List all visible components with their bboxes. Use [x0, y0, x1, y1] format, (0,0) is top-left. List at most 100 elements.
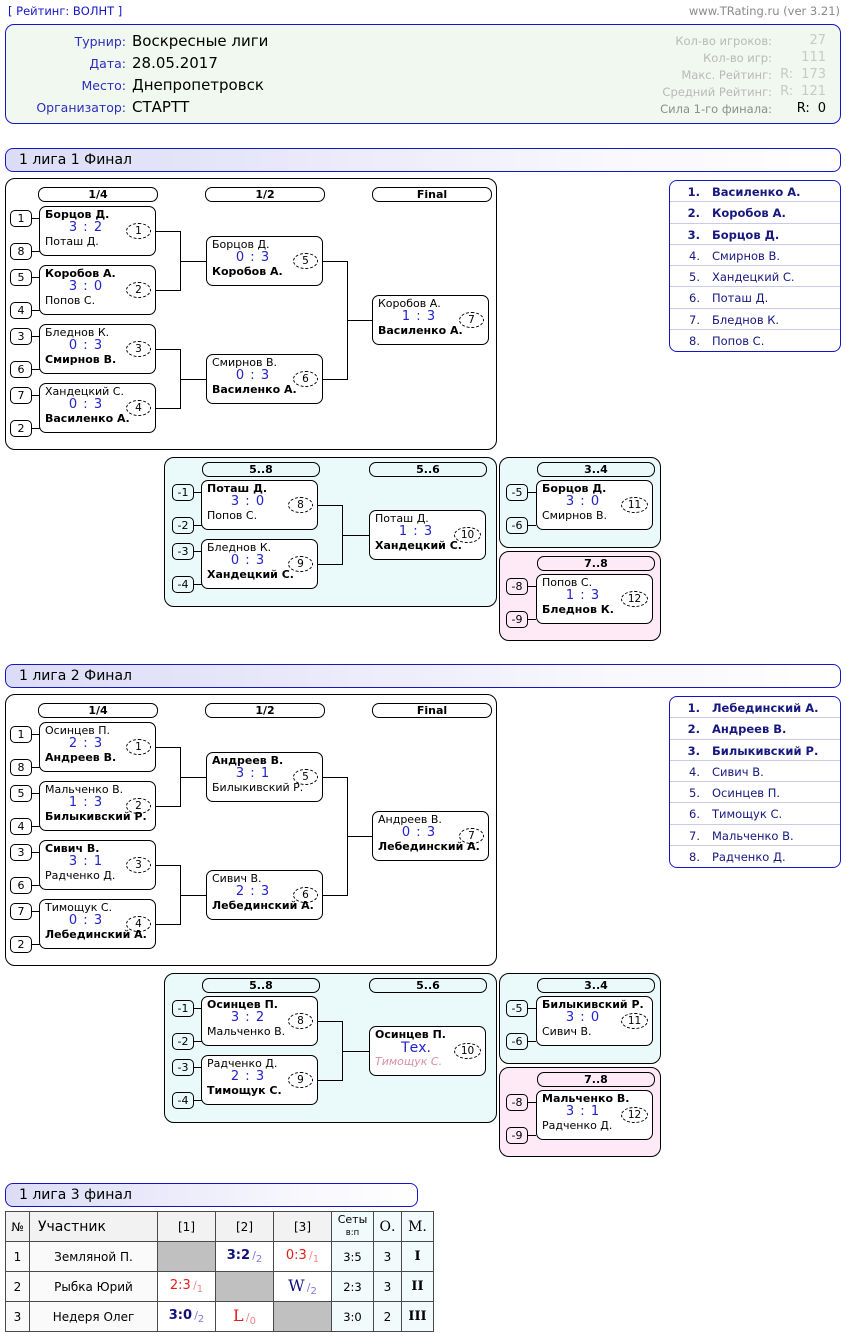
seed-badge: -4: [172, 576, 194, 593]
rank-player: Борцов Д.: [712, 227, 780, 242]
rank-number: 5.: [689, 270, 700, 285]
match-box[interactable]: Радченко Д. 2 : 3 Тимощук С. 9: [201, 1055, 318, 1105]
list-item[interactable]: 3.Борцов Д.: [670, 224, 840, 245]
list-item[interactable]: 8. Радченко Д.: [670, 846, 840, 867]
info-label: Дата:: [89, 56, 126, 71]
match-box[interactable]: Бледнов К. 0 : 3 Хандецкий С. 9: [201, 539, 318, 589]
match-box[interactable]: Андреев В. 3 : 1 Билыкивский Р. 5: [206, 752, 323, 802]
rank-number: 4.: [689, 764, 700, 779]
match-score: 1 : 3: [565, 588, 601, 603]
sets-sub-label: в:п: [345, 1228, 360, 1238]
match-box[interactable]: Попов С. 1 : 3 Бледнов К. 12: [536, 574, 653, 624]
match-number: 9: [288, 556, 313, 572]
player-name-bottom: Коробов А.: [212, 265, 283, 278]
row-place: III: [401, 1301, 434, 1332]
seed-badge: -5: [506, 484, 528, 501]
rank-player: Радченко Д.: [712, 850, 786, 865]
match-box[interactable]: Осинцев П. 3 : 2 Мальченко В. 8: [201, 996, 318, 1046]
rank-player: Мальченко В.: [712, 828, 794, 843]
row-points: 3: [373, 1241, 402, 1272]
list-item[interactable]: 1.Лебединский А.: [670, 697, 840, 719]
match-box[interactable]: Коробов А. 3 : 0 Попов С. 2: [39, 265, 156, 315]
match-box[interactable]: Сивич В. 3 : 1 Радченко Д. 3: [39, 840, 156, 890]
seed-badge: -2: [172, 517, 194, 534]
match-box[interactable]: Осинцев П. Тех. Тимощук С. 10: [369, 1026, 486, 1076]
stat-label: Средний Рейтинг:: [662, 85, 772, 99]
seed-badge: -1: [172, 484, 194, 501]
match-number: 4: [126, 916, 151, 932]
match-number: 5: [293, 769, 318, 785]
list-item[interactable]: 4.Сивич В.: [670, 761, 840, 783]
seed-badge: 5: [10, 785, 32, 802]
result-cell: 3:0 /2: [157, 1301, 216, 1332]
player-name-top: Тимощук С.: [45, 901, 113, 914]
match-number: 3: [126, 341, 151, 357]
list-item[interactable]: 8.Попов С.: [670, 330, 840, 351]
list-item[interactable]: 7.Бледнов К.: [670, 309, 840, 331]
match-score: 3 : 0: [68, 279, 104, 294]
match-score: 3 : 0: [565, 1010, 601, 1025]
rank-number: 7.: [689, 828, 700, 843]
match-box[interactable]: Билыкивский Р. 3 : 0 Сивич В. 11: [536, 996, 653, 1046]
match-box[interactable]: Борцов Д. 3 : 2 Поташ Д. 1: [39, 206, 156, 256]
player-name-top: Хандецкий С.: [45, 385, 124, 398]
match-box[interactable]: Поташ Д. 1 : 3 Хандецкий С. 10: [369, 510, 486, 560]
col-header-place: М.: [401, 1211, 434, 1242]
player-name-top: Радченко Д.: [207, 1057, 278, 1070]
list-item[interactable]: 3.Билыкивский Р.: [670, 740, 840, 761]
list-item[interactable]: 2.Коробов А.: [670, 202, 840, 224]
list-item[interactable]: 7. Мальченко В.: [670, 825, 840, 847]
seed-badge: -8: [506, 1094, 528, 1111]
list-item[interactable]: 4.Смирнов В.: [670, 245, 840, 267]
match-box[interactable]: Тимощук С. 0 : 3 Лебединский А. 4: [39, 899, 156, 949]
match-box-final[interactable]: Андреев В. 0 : 3 Лебединский А. 7: [372, 811, 489, 861]
player-name-top: Билыкивский Р.: [542, 998, 644, 1011]
match-box[interactable]: Поташ Д. 3 : 0 Попов С. 8: [201, 480, 318, 530]
list-item[interactable]: 1.Василенко А.: [670, 181, 840, 203]
rank-number: 6.: [689, 807, 700, 822]
list-item[interactable]: 6.Поташ Д.: [670, 287, 840, 309]
rank-player: Хандецкий С.: [712, 270, 795, 285]
list-item[interactable]: 2.Андреев В.: [670, 718, 840, 740]
player-name-top: Борцов Д.: [542, 482, 607, 495]
rank-number: 8.: [689, 850, 700, 865]
match-box[interactable]: Мальченко В. 1 : 3 Билыкивский Р. 2: [39, 781, 156, 831]
match-number: 1: [126, 223, 151, 239]
info-row-tournament: Турнир: Воскресные лиги: [14, 32, 344, 55]
info-value: Днепропетровск: [132, 76, 264, 94]
col-header-no: №: [5, 1211, 30, 1242]
match-box[interactable]: Осинцев П. 2 : 3 Андреев В. 1: [39, 722, 156, 772]
stat-value: 27: [809, 33, 826, 48]
list-item[interactable]: 6.Тимощук С.: [670, 803, 840, 825]
match-box[interactable]: Сивич В. 2 : 3 Лебединский А. 6: [206, 870, 323, 920]
seed-badge: 6: [10, 877, 32, 894]
match-box[interactable]: Мальченко В. 3 : 1 Радченко Д. 12: [536, 1090, 653, 1140]
rank-player: Бледнов К.: [712, 312, 780, 327]
match-number: 6: [293, 887, 318, 903]
match-score: 3 : 0: [230, 494, 266, 509]
match-box[interactable]: Хандецкий С. 0 : 3 Василенко А. 4: [39, 383, 156, 433]
list-item[interactable]: 5.Осинцев П.: [670, 782, 840, 804]
player-name-bottom: Билыкивский Р.: [45, 810, 147, 823]
result-cell: W /2: [273, 1271, 332, 1302]
player-name-bottom: Хандецкий С.: [207, 568, 294, 581]
seed-badge: -2: [172, 1033, 194, 1050]
match-number: 10: [454, 1043, 481, 1059]
match-box[interactable]: Борцов Д. 0 : 3 Коробов А. 5: [206, 236, 323, 286]
row-number: 3: [5, 1301, 30, 1332]
site-url: www.TRating.ru (ver 3.21): [688, 4, 840, 18]
list-item[interactable]: 5. Хандецкий С.: [670, 266, 840, 288]
match-box-final[interactable]: Коробов А. 1 : 3 Василенко А. 7: [372, 295, 489, 345]
seed-badge: -8: [506, 578, 528, 595]
seed-badge: -9: [506, 1127, 528, 1144]
match-box[interactable]: Борцов Д. 3 : 0 Смирнов В. 11: [536, 480, 653, 530]
match-box[interactable]: Бледнов К. 0 : 3 Смирнов В. 3: [39, 324, 156, 374]
match-box[interactable]: Смирнов В. 0 : 3 Василенко А. 6: [206, 354, 323, 404]
player-name-top: Коробов А.: [45, 267, 116, 280]
row-points: 3: [373, 1271, 402, 1302]
match-number: 3: [126, 857, 151, 873]
